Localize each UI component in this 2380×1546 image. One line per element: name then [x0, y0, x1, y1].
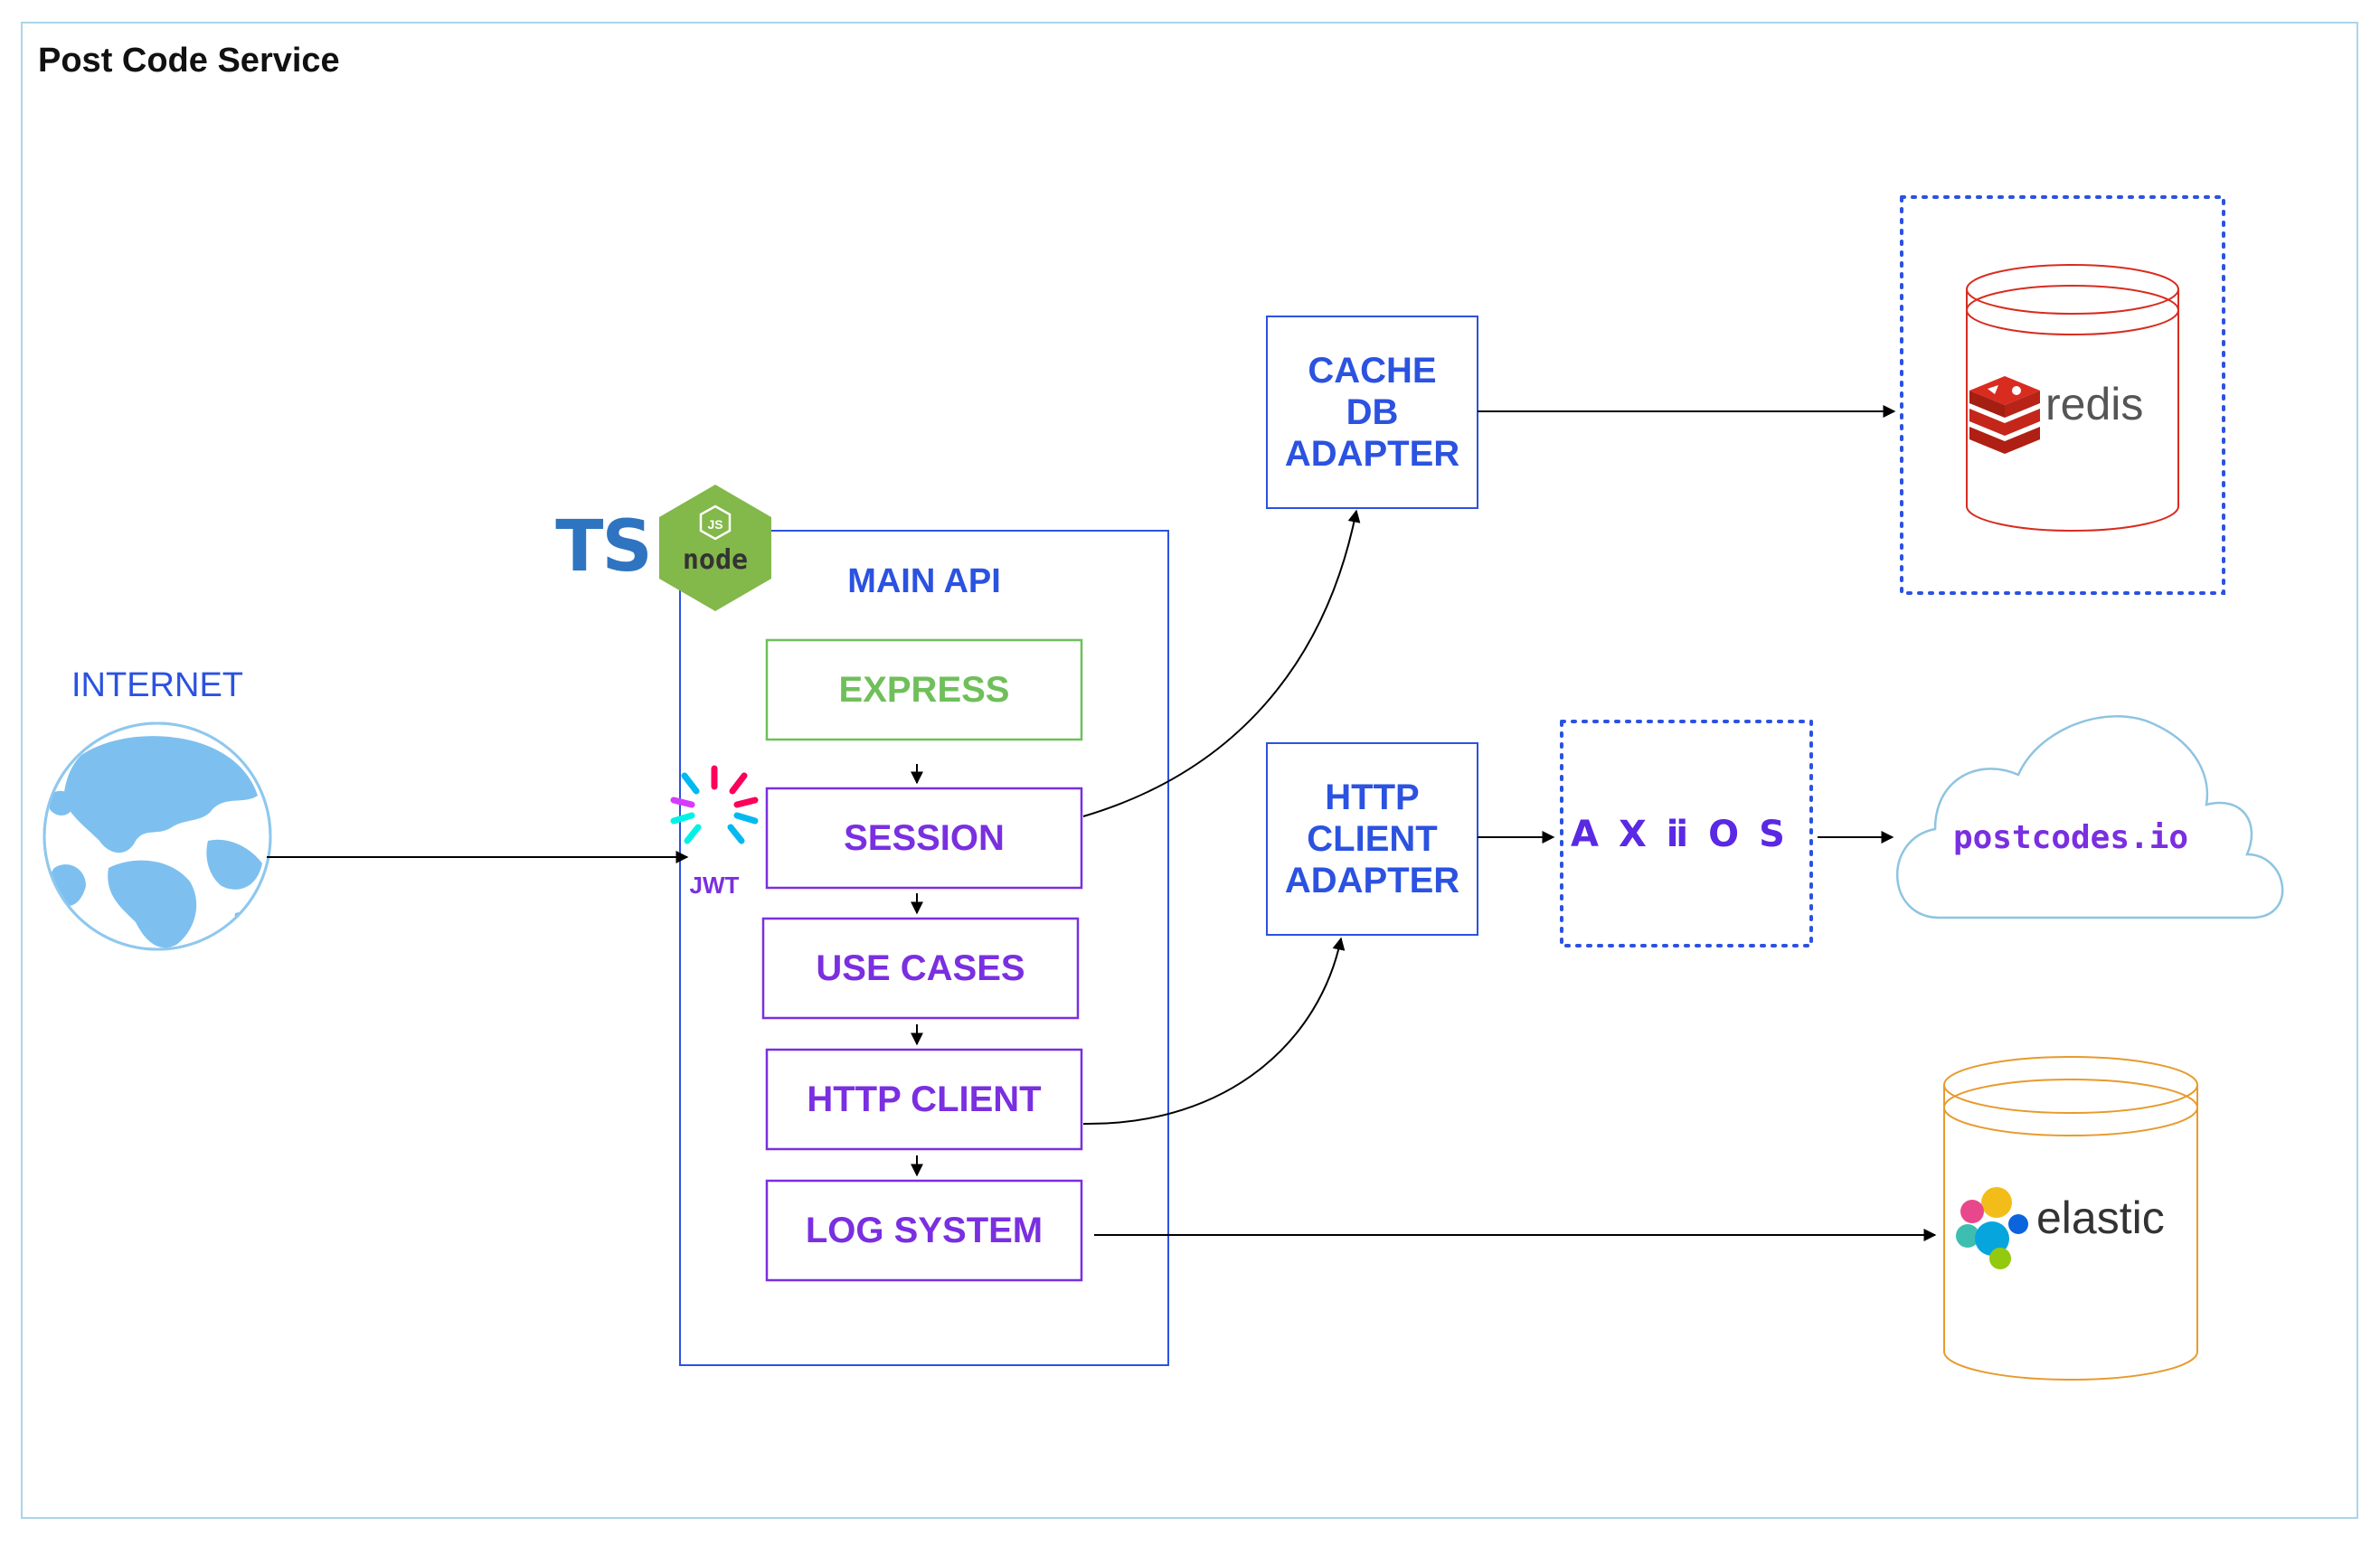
- log-system-box: LOG SYSTEM: [805, 1211, 1044, 1250]
- cache-adapter-line-3: ADAPTER: [1284, 434, 1460, 474]
- cloud-shape: [1895, 715, 2284, 919]
- jwt-logo-icon: [670, 765, 759, 846]
- redis-dotted-frame: [1900, 195, 2225, 595]
- http-adapter-line-2: CLIENT: [1307, 819, 1438, 859]
- redis-label: redis: [2045, 379, 2144, 429]
- axios-dotted-frame: [1560, 720, 1813, 947]
- internet-label: INTERNET: [71, 666, 243, 704]
- http-client-box: HTTP CLIENT: [807, 1079, 1042, 1119]
- use-cases-box: USE CASES: [816, 948, 1025, 988]
- cache-adapter-line-2: DB: [1346, 392, 1399, 432]
- session-box-border: [765, 787, 1083, 890]
- session-to-cache-adapter-arrow: [1082, 509, 1361, 817]
- elastic-database-cylinder: [1943, 1056, 2198, 1381]
- nodejs-badge-text: node: [682, 544, 749, 576]
- redis-logo-icon: [1969, 376, 2040, 454]
- svg-text:JS: JS: [707, 517, 722, 532]
- http-client-adapter: HTTP CLIENT ADAPTER: [1267, 743, 1478, 935]
- jwt-label: JWT: [689, 872, 740, 899]
- main-api-container: [679, 530, 1169, 1366]
- globe-icon: [42, 721, 272, 951]
- elastic-logo-icon: [1956, 1187, 2028, 1269]
- use-cases-box-border: [761, 917, 1080, 1020]
- http-adapter-line-3: ADAPTER: [1284, 861, 1460, 900]
- typescript-badge: TS: [555, 506, 652, 588]
- http-adapter-border: [1266, 742, 1478, 936]
- elastic-label: elastic: [2036, 1192, 2165, 1243]
- http-client-box-border: [765, 1048, 1083, 1151]
- connectors: [267, 405, 1937, 1241]
- cache-db-adapter: CACHE DB ADAPTER: [1267, 316, 1478, 508]
- main-api-label: MAIN API: [847, 562, 1001, 600]
- express-box-border: [765, 638, 1083, 741]
- postcodes-io-label: postcodes.io: [1952, 819, 2189, 856]
- express-box: EXPRESS: [838, 670, 1010, 710]
- nodejs-logo-icon: JS: [659, 485, 771, 611]
- redis-database-cylinder: [1966, 264, 2179, 532]
- axios-label: AXⅱOS: [1571, 814, 1805, 855]
- log-system-box-border: [765, 1179, 1083, 1282]
- httpclient-to-http-adapter-arrow: [1082, 937, 1346, 1126]
- session-box: SESSION: [844, 818, 1005, 858]
- cache-adapter-line-1: CACHE: [1308, 351, 1437, 391]
- http-adapter-line-1: HTTP: [1325, 778, 1420, 817]
- diagram-title: Post Code Service: [38, 42, 340, 80]
- diagram-frame: [21, 22, 2358, 1519]
